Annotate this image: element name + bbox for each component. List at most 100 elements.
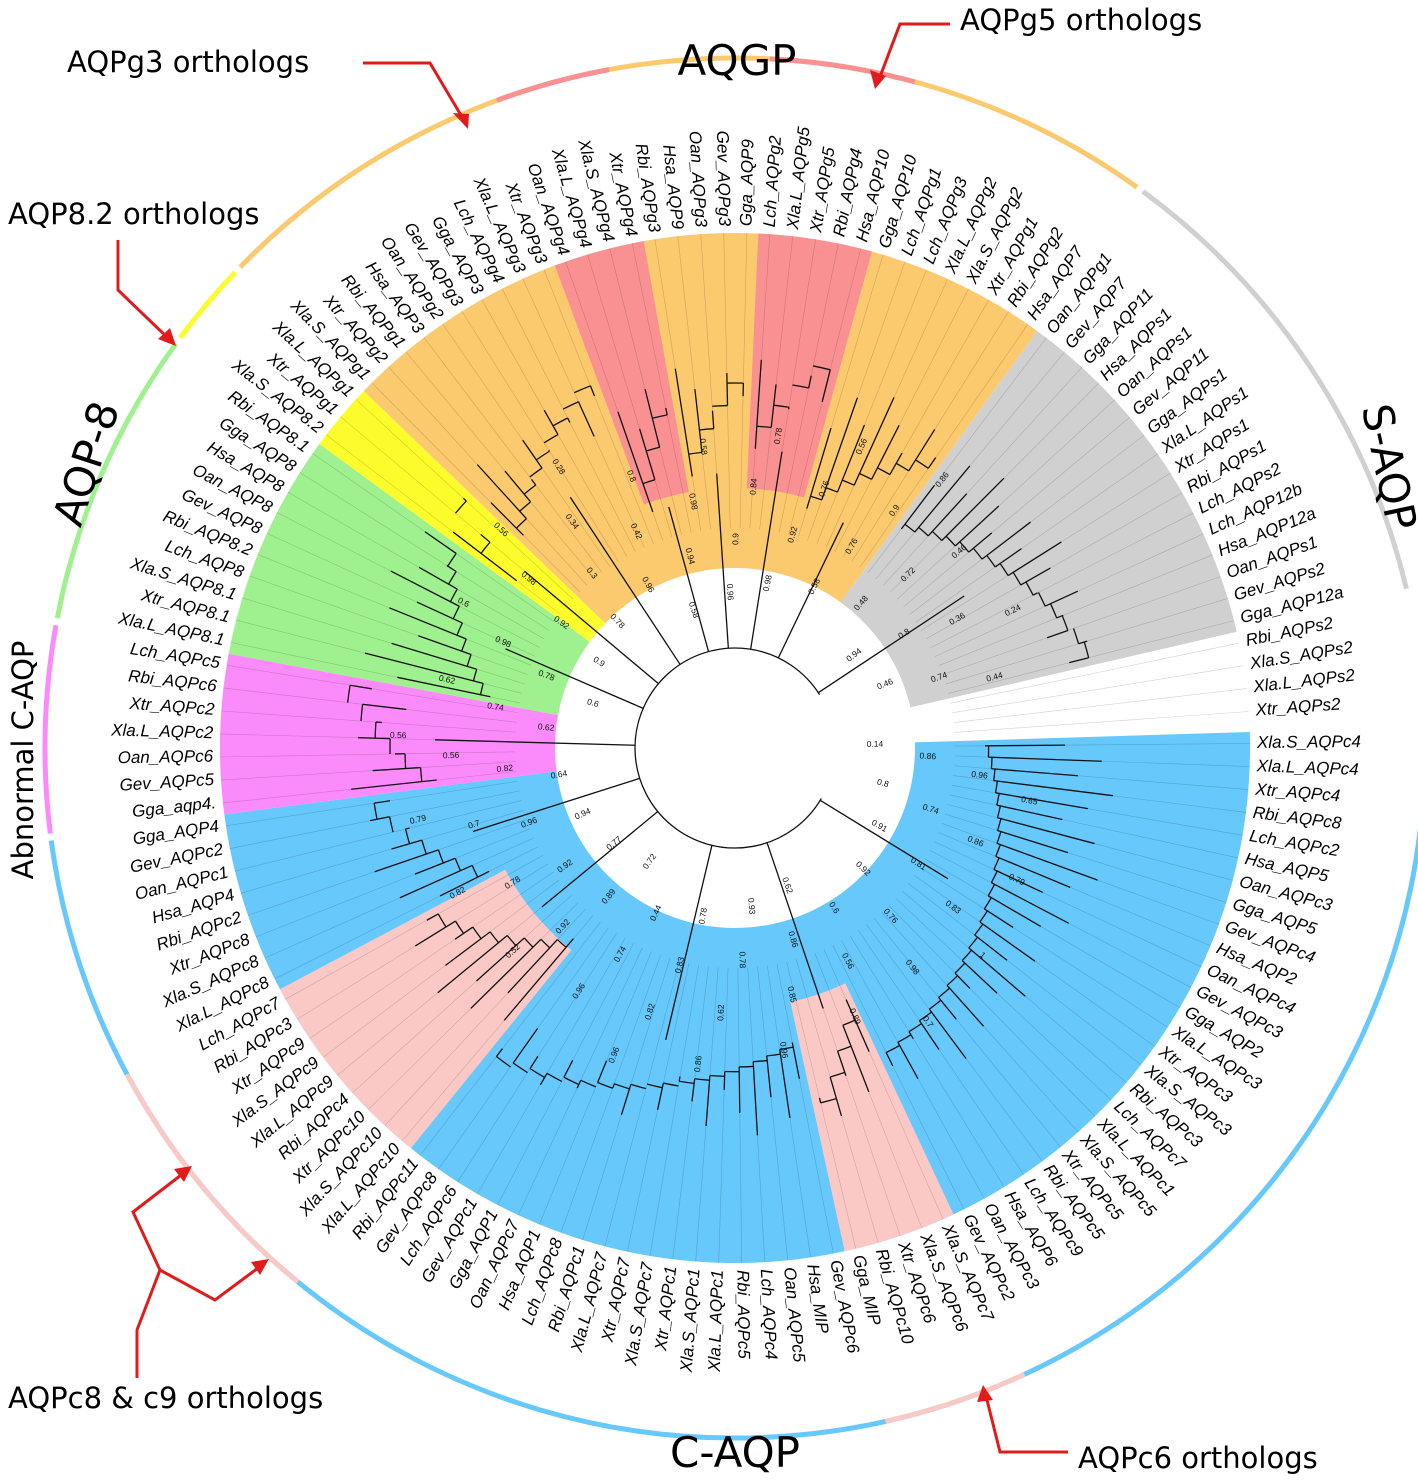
bootstrap-value: 0.94 <box>844 646 863 664</box>
node-connector <box>466 654 472 667</box>
node-connector <box>908 1023 922 1033</box>
node-connector <box>512 1062 528 1074</box>
leaf-label: Xtr_AQPc1 <box>651 1265 680 1353</box>
tip-branch <box>656 1082 664 1110</box>
leaf-guide <box>950 642 1240 704</box>
bootstrap-value: 0.62 <box>438 673 457 686</box>
tip-branch <box>612 1083 615 1088</box>
bootstrap-value: 0.94 <box>573 806 592 822</box>
arrow-aqpg5-head <box>870 70 886 89</box>
node-connector <box>597 1081 613 1089</box>
node-connector <box>946 975 959 986</box>
clade-wedges <box>219 233 1250 1264</box>
leaf-guide <box>924 858 1180 1008</box>
tip-branch <box>445 931 491 966</box>
leaf-guide <box>858 930 1024 1175</box>
tip-branch <box>968 532 993 553</box>
node-connector <box>480 541 491 554</box>
group-title-aqp8: AQP-8 <box>43 395 129 531</box>
tip-branch <box>678 1076 681 1082</box>
node-connector <box>404 828 411 844</box>
tip-branch <box>914 465 971 533</box>
tip-branch <box>1078 640 1088 645</box>
tip-branch <box>836 1050 847 1076</box>
leaf-label: Gev_AQPg3 <box>713 130 734 226</box>
clade-wedge-6 <box>363 233 1038 624</box>
tip-branch <box>370 816 390 822</box>
tip-branch <box>954 505 1000 547</box>
tip-branch <box>362 703 407 711</box>
arrow-aqpc6 <box>983 1391 1068 1454</box>
leaf-guide <box>823 949 944 1220</box>
leaf-guide <box>672 966 709 1260</box>
tip-branch <box>900 484 936 530</box>
node-connector <box>996 793 1000 806</box>
tip-branch <box>644 388 661 448</box>
leaf-label: Xla.L_AQPc2 <box>110 720 214 742</box>
clade-ring-2 <box>124 1073 300 1284</box>
leaf-guide <box>925 492 1183 640</box>
clade-stem <box>472 777 640 833</box>
node-connector <box>986 555 996 568</box>
node-connector <box>454 858 462 871</box>
clade-stem <box>668 506 710 652</box>
tip-branch <box>1007 541 1062 577</box>
node-connector <box>915 459 929 469</box>
node-connector <box>546 1072 563 1083</box>
node-connector <box>347 685 351 703</box>
node-connector <box>614 1083 630 1090</box>
bootstrap-value: 0.58 <box>698 438 710 456</box>
leaf-guide <box>915 453 1158 623</box>
arrow-aqp82 <box>116 240 172 342</box>
node-connector <box>479 683 484 695</box>
arrow-aqpc89-b <box>159 1263 263 1302</box>
node-connector <box>945 535 956 547</box>
node-connector <box>374 722 377 739</box>
tip-branch <box>842 1025 870 1093</box>
tip-branch <box>529 1056 539 1069</box>
bootstrap-value: 0.96 <box>778 1041 790 1059</box>
tip-branch <box>405 827 410 830</box>
tip-branch <box>821 397 859 501</box>
bootstrap-value: 0.96 <box>725 584 736 601</box>
bootstrap-value: 0.98 <box>687 492 700 510</box>
tip-branch <box>927 457 937 469</box>
leaf-guide <box>816 269 927 544</box>
node-connector <box>773 404 790 408</box>
bootstrap-value: 0.56 <box>443 750 460 761</box>
leaf-guide <box>309 871 554 1039</box>
node-connector <box>825 487 838 493</box>
tip-branch <box>836 424 866 493</box>
node-connector <box>990 870 998 883</box>
leaf-label: Rbi_AQPc6 <box>127 666 218 695</box>
leaf-label: Xla.L_AQPc1 <box>705 1269 727 1373</box>
leaf-label: Xtr_AQPc2 <box>128 694 216 719</box>
tip-branch <box>987 895 1042 928</box>
clade-wedge-1 <box>790 983 954 1252</box>
tip-branch <box>364 652 484 685</box>
leaf-guide <box>604 960 680 1247</box>
bootstrap-value: 0.93 <box>746 897 757 915</box>
leaf-guide <box>226 664 518 713</box>
arrow-aqpc89-b-head <box>251 1259 269 1275</box>
tip-branch <box>512 1028 539 1064</box>
node-connector <box>388 816 394 833</box>
leaf-label: Rbi_AQPc5 <box>733 1270 753 1360</box>
clade-wedge-4 <box>228 443 590 716</box>
leaf-label: Gga_AQP9 <box>736 138 757 226</box>
leaf-label: Xtr_AQPc4 <box>1254 780 1341 806</box>
clade-wedge-8 <box>746 233 872 498</box>
tip-branch <box>806 427 832 509</box>
node-connector <box>983 897 992 910</box>
node-connector <box>928 999 942 1010</box>
clade-wedge-2 <box>279 869 572 1149</box>
tip-branch <box>928 1008 967 1059</box>
bootstrap-value: 0.96 <box>971 769 989 781</box>
tip-branch <box>539 1073 548 1086</box>
group-title-caqp: C-AQP <box>670 1428 800 1477</box>
node-connector <box>1049 603 1058 619</box>
node-connector <box>543 433 559 444</box>
tip-branch <box>691 1078 696 1102</box>
clade-ring-9 <box>1141 189 1409 590</box>
node-connector <box>461 638 467 652</box>
